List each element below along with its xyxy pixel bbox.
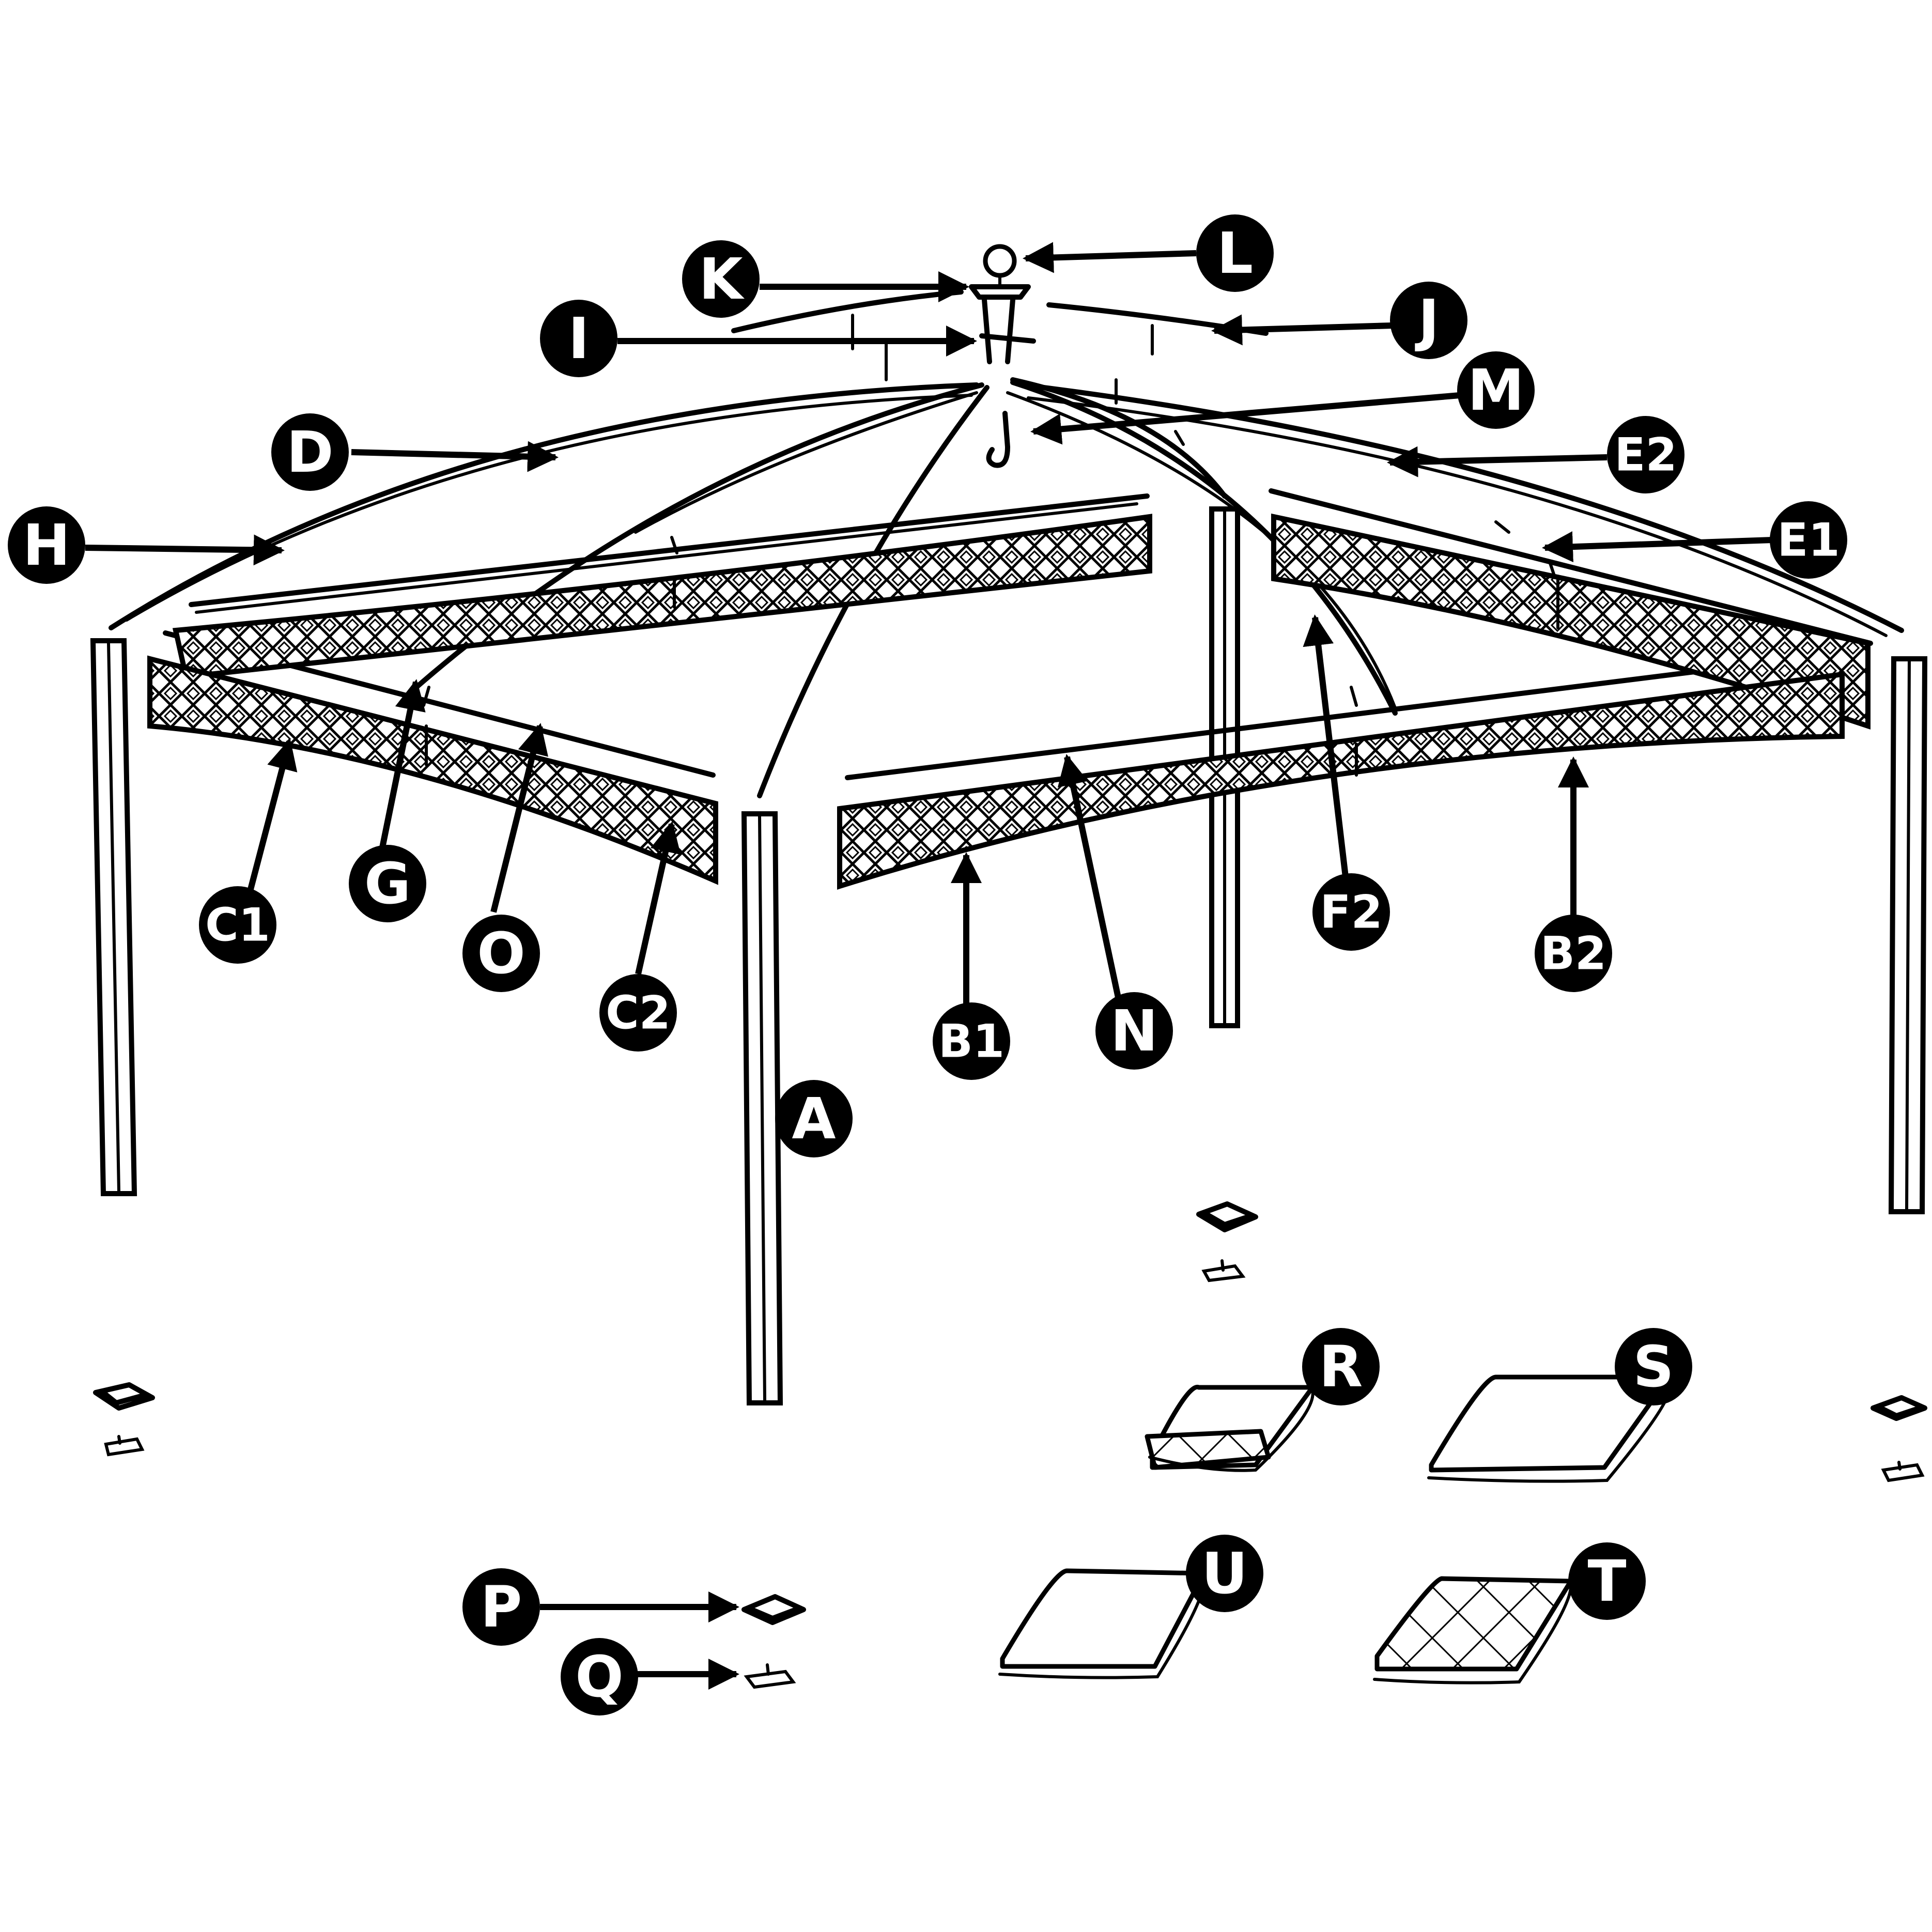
hanging-hook: [986, 411, 1010, 468]
callout-b1-label: B1: [938, 1015, 1004, 1068]
callout-f2: F2: [1312, 873, 1390, 951]
callout-q: Q: [561, 1638, 638, 1715]
callout-a: A: [775, 1080, 853, 1157]
cushion-u: [998, 1568, 1207, 1679]
callout-l-label: L: [1217, 220, 1253, 286]
callout-b1: B1: [933, 1002, 1010, 1080]
callout-i: I: [540, 300, 617, 377]
callout-s-label: S: [1633, 1334, 1674, 1400]
callout-u: U: [1186, 1535, 1263, 1612]
anchor-bracket-loose: [744, 1663, 796, 1689]
callout-o-label: O: [477, 920, 525, 986]
callout-b2: B2: [1535, 915, 1612, 992]
callout-r: R: [1302, 1328, 1380, 1405]
callout-d-label: D: [286, 419, 333, 485]
callout-r-label: R: [1319, 1334, 1363, 1400]
callout-h-label: H: [23, 512, 70, 578]
foot-hardware: [93, 1201, 1927, 1689]
side-beams: [163, 488, 1873, 780]
callout-j-label: J: [1415, 287, 1440, 353]
callout-b2-label: B2: [1540, 927, 1606, 980]
callout-c1-label: C1: [205, 899, 270, 952]
callout-q-label: Q: [575, 1644, 624, 1710]
callout-e2-label: E2: [1614, 428, 1677, 482]
panel-left-front: [147, 655, 718, 885]
foot-plate-loose: [741, 1594, 806, 1625]
leader-lines: [85, 242, 1773, 1690]
cushion-s: [1427, 1374, 1672, 1483]
callout-t: T: [1568, 1542, 1646, 1620]
roof-arch-back-right: [1010, 377, 1227, 499]
roof-rail-left-top: [731, 289, 964, 333]
panel-right-front: [837, 671, 1845, 890]
callout-g: G: [349, 845, 426, 922]
roof-arch-front-right: [1010, 380, 1398, 716]
callout-e1: E1: [1770, 501, 1847, 579]
roof-top-hub: [731, 244, 1269, 468]
callout-i-label: I: [568, 305, 590, 372]
finial-ball: [983, 244, 1017, 278]
callout-o: O: [462, 915, 540, 992]
cushion-t: [1373, 1576, 1573, 1684]
callout-p: P: [462, 1568, 540, 1646]
foot-plate-right: [1871, 1395, 1927, 1482]
callout-c2: C2: [599, 974, 677, 1052]
callout-g-label: G: [364, 851, 411, 917]
callout-e2: E2: [1607, 416, 1684, 493]
callout-m: M: [1457, 351, 1535, 429]
cushion-r: [1145, 1384, 1315, 1472]
callout-k: K: [682, 240, 760, 318]
panel-left-upper: [172, 514, 1152, 680]
callout-c2-label: C2: [606, 986, 671, 1040]
callout-d: D: [271, 413, 349, 491]
roof-arch-right: [1021, 382, 1904, 633]
foot-plate-back: [1196, 1201, 1258, 1282]
foot-plate-left: [93, 1382, 155, 1457]
callout-u-label: U: [1201, 1540, 1247, 1606]
lattice-panels: [147, 513, 1871, 890]
callout-s: S: [1615, 1328, 1692, 1405]
finial-cap: [969, 284, 1031, 300]
callout-e1-label: E1: [1777, 514, 1840, 567]
callout-k-label: K: [699, 246, 745, 312]
callout-c1: C1: [199, 886, 276, 964]
callout-a-label: A: [792, 1086, 836, 1152]
cushions: [998, 1374, 1672, 1684]
callout-p-label: P: [481, 1574, 522, 1640]
callout-t-label: T: [1587, 1548, 1626, 1614]
callout-n: N: [1095, 992, 1173, 1070]
callout-l: L: [1196, 214, 1274, 292]
beam-front-right: [845, 651, 1842, 780]
beam-left-top: [189, 493, 1150, 607]
beam-right-top: [1269, 488, 1873, 646]
callout-f2-label: F2: [1320, 886, 1382, 939]
callout-h: H: [8, 506, 85, 584]
top-hub-bracket: [979, 297, 1036, 364]
callout-m-label: M: [1467, 357, 1524, 423]
callout-n-label: N: [1110, 998, 1158, 1064]
callout-j: J: [1390, 282, 1467, 359]
